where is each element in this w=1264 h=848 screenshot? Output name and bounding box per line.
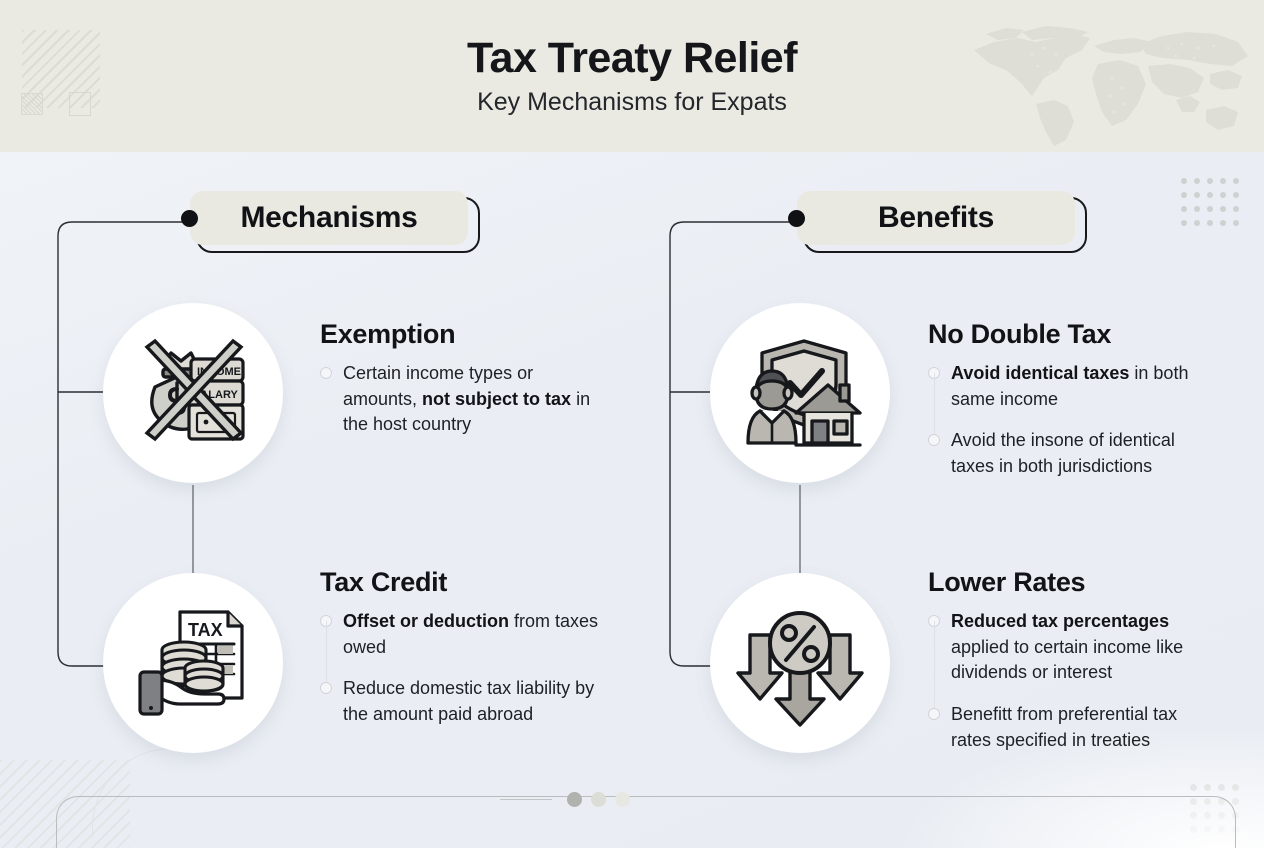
bullet-dot-icon: [320, 682, 332, 695]
page-subtitle: Key Mechanisms for Expats: [477, 87, 787, 116]
pager-dot-active[interactable]: [567, 792, 582, 807]
bullet-dot-icon: [320, 367, 332, 380]
item-title: Tax Credit: [320, 567, 448, 597]
item-title: Exemption: [320, 319, 456, 349]
icon-circle-no-double-tax: [710, 303, 890, 483]
bullet-text: Benefitt from preferential tax rates spe…: [951, 703, 1178, 750]
bullet-item: Reduced tax percentages applied to certa…: [928, 609, 1218, 686]
bullet-spine: [325, 621, 327, 683]
section-pill-mechanisms[interactable]: Mechanisms: [181, 191, 480, 253]
bullet-list: Certain income types or amounts, not sub…: [320, 361, 600, 438]
pill-fill: Benefits: [797, 191, 1075, 245]
bullet-text: Certain income types or amounts, not sub…: [343, 363, 591, 435]
icon-circle-lower-rates: [710, 573, 890, 753]
bullet-dot-icon: [928, 434, 940, 447]
bullet-text: Avoid identical taxes in both same incom…: [951, 363, 1189, 409]
section-pill-benefits[interactable]: Benefits: [788, 191, 1087, 253]
page-title: Tax Treaty Relief: [466, 33, 798, 82]
hand-coins-tax-document-icon: TAX: [138, 610, 244, 716]
hollow-square-decoration: [69, 92, 91, 116]
filled-square-decoration: [21, 93, 43, 115]
percent-down-arrows-icon: [736, 611, 864, 727]
item-no-double-tax: No Double Tax Avoid identical taxes in b…: [928, 320, 1208, 496]
bullet-spine: [933, 373, 935, 435]
bullet-text: Reduced tax percentages applied to certa…: [951, 611, 1184, 683]
bullet-item: Benefitt from preferential tax rates spe…: [928, 702, 1218, 753]
bullet-text: Offset or deduction from taxes owed: [343, 611, 599, 657]
bullet-item: Reduce domestic tax liability by the amo…: [320, 676, 600, 727]
crossed-out-income-salary-money-icon: INCOME SALARY: [144, 338, 245, 442]
dot-grid-decoration-top-right: [1181, 178, 1246, 234]
item-lower-rates: Lower Rates Reduced tax percentages appl…: [928, 568, 1218, 769]
bullet-item: Offset or deduction from taxes owed: [320, 609, 600, 660]
bullet-item: Avoid the insone of identical taxes in b…: [928, 428, 1208, 479]
header-band: Tax Treaty Relief Key Mechanisms for Exp…: [0, 0, 1264, 152]
connector-node-icon: [788, 210, 805, 227]
svg-text:TAX: TAX: [188, 620, 223, 640]
pill-fill: Mechanisms: [190, 191, 468, 245]
light-swoosh-decoration: [884, 722, 1264, 848]
bullet-item: Certain income types or amounts, not sub…: [320, 361, 600, 438]
icon-circle-exemption: INCOME SALARY: [103, 303, 283, 483]
bullet-text: Reduce domestic tax liability by the amo…: [343, 678, 595, 724]
world-map-icon: [974, 26, 1248, 146]
pagination-indicator[interactable]: [500, 792, 630, 807]
bullet-spine: [933, 621, 935, 709]
item-exemption: Exemption Certain income types or amount…: [320, 320, 600, 438]
icon-circle-tax-credit: TAX: [103, 573, 283, 753]
bottom-frame-decoration: [56, 796, 1236, 848]
person-shield-check-house-icon: [746, 339, 862, 447]
pill-label: Mechanisms: [240, 201, 418, 234]
bullet-dot-icon: [928, 707, 940, 720]
bullet-list: Avoid identical taxes in both same incom…: [928, 361, 1208, 479]
item-title: No Double Tax: [928, 319, 1112, 349]
pager-dot[interactable]: [591, 792, 606, 807]
item-tax-credit: Tax Credit Offset or deduction from taxe…: [320, 568, 600, 744]
pager-line: [500, 798, 552, 801]
bullet-list: Reduced tax percentages applied to certa…: [928, 609, 1218, 753]
item-title: Lower Rates: [928, 567, 1086, 597]
bullet-text: Avoid the insone of identical taxes in b…: [951, 430, 1175, 476]
pill-label: Benefits: [878, 201, 994, 234]
connector-node-icon: [181, 210, 198, 227]
pager-dot[interactable]: [615, 792, 630, 807]
bullet-item: Avoid identical taxes in both same incom…: [928, 361, 1208, 412]
